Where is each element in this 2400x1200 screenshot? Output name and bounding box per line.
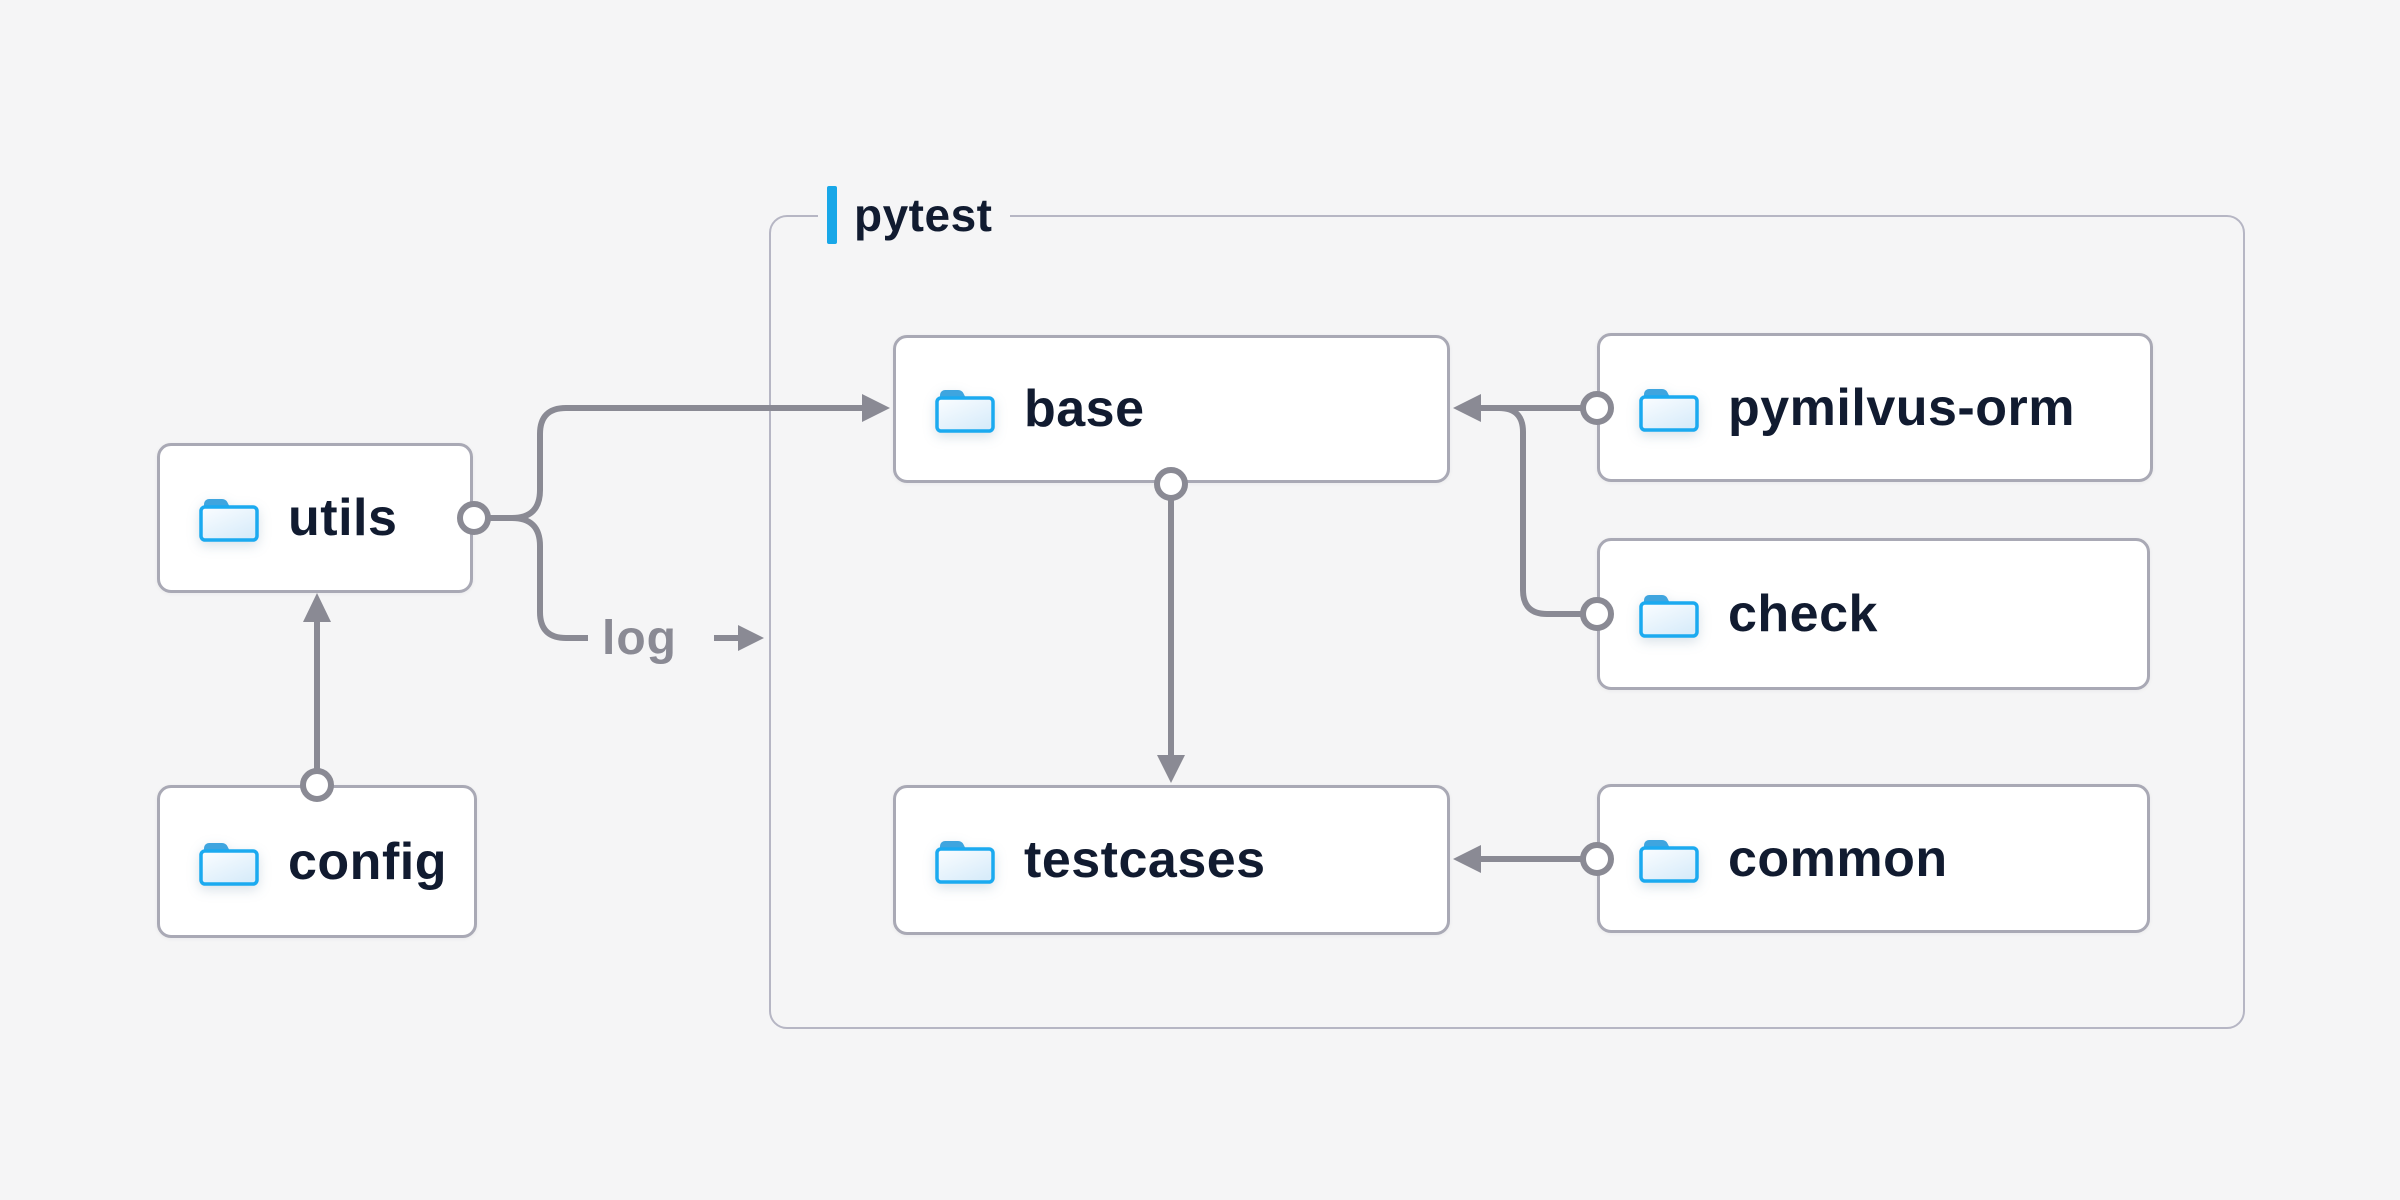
node-label: common	[1728, 829, 1948, 888]
pytest-group-title: pytest	[854, 189, 993, 241]
folder-icon	[1639, 594, 1699, 638]
node-base: base	[893, 335, 1450, 483]
arrowhead-into-utils	[303, 593, 331, 622]
accent-bar	[827, 186, 837, 244]
node-label: config	[288, 832, 447, 891]
node-label: testcases	[1024, 831, 1266, 889]
node-label: base	[1024, 380, 1145, 438]
edge-utils-to-log	[511, 515, 588, 641]
log-arrow-head	[738, 625, 764, 651]
pytest-group-container	[769, 215, 2245, 1029]
pytest-group-label: pytest	[818, 186, 1011, 244]
node-utils: utils	[157, 443, 473, 593]
folder-icon	[1639, 388, 1699, 432]
node-testcases: testcases	[893, 785, 1450, 935]
node-pymilvus-orm: pymilvus-orm	[1597, 333, 2153, 482]
folder-icon	[935, 840, 995, 884]
node-label: pymilvus-orm	[1728, 378, 2075, 437]
node-check: check	[1597, 538, 2150, 690]
node-label: check	[1728, 585, 1878, 643]
node-common: common	[1597, 784, 2150, 933]
folder-icon	[199, 498, 259, 542]
folder-icon	[199, 842, 259, 886]
folder-icon	[1639, 839, 1699, 883]
node-label: utils	[288, 489, 398, 547]
log-edge-label: log	[602, 611, 677, 665]
folder-icon	[935, 389, 995, 433]
node-config: config	[157, 785, 477, 938]
